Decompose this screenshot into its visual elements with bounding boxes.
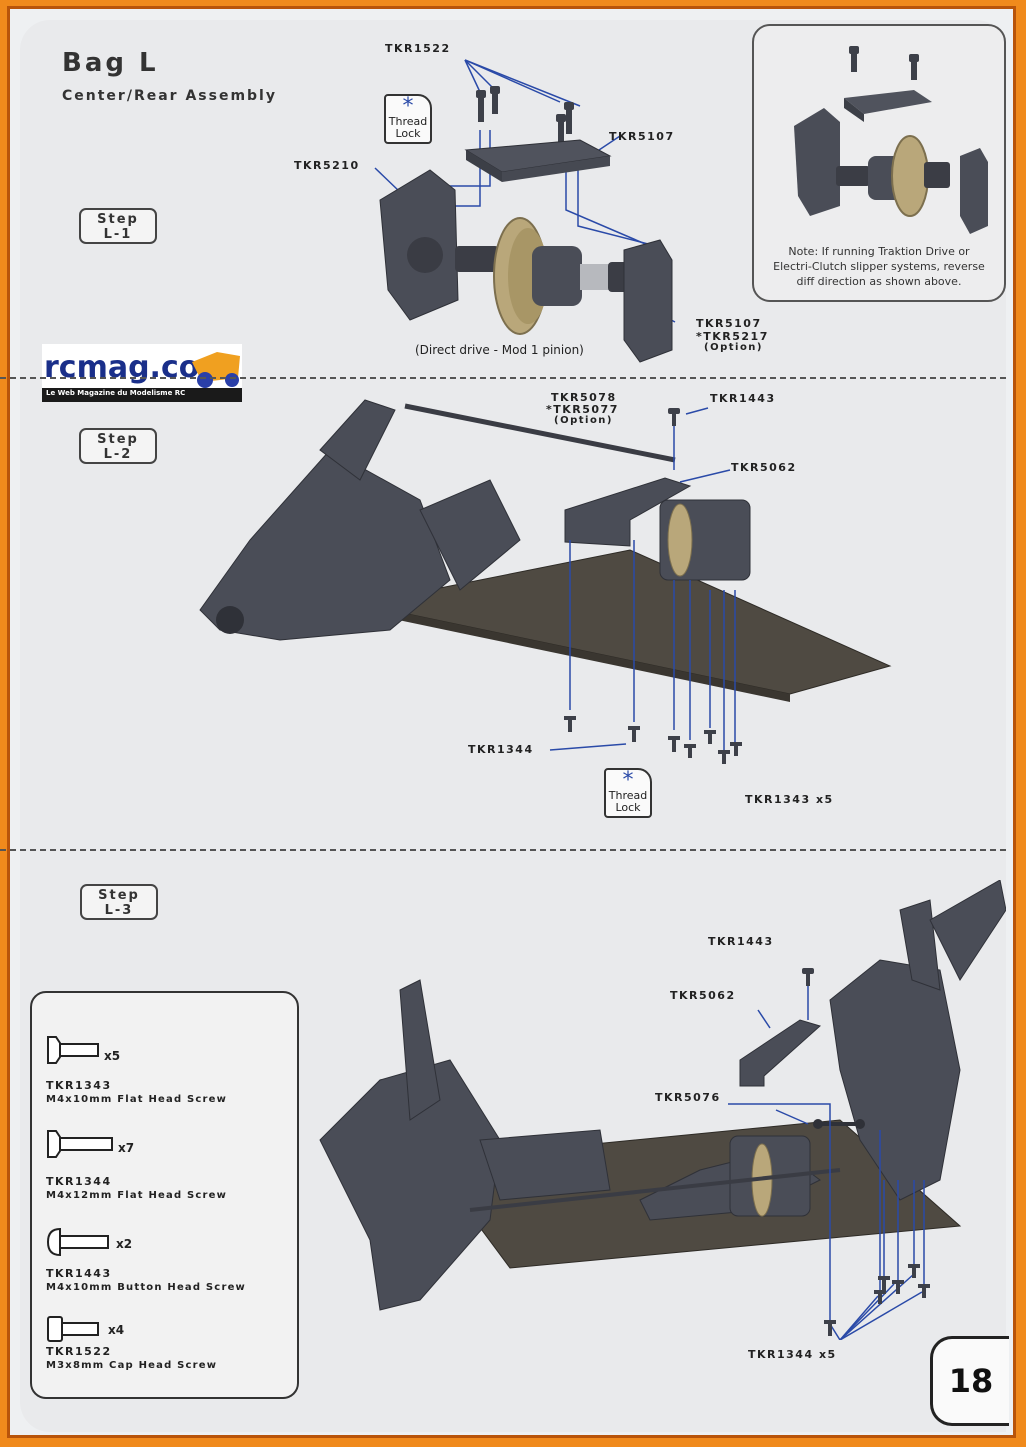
page-title: Bag L — [62, 48, 159, 78]
legend-code-2: TKR1344 — [46, 1175, 112, 1188]
legend-qty-3: x2 — [116, 1237, 133, 1251]
legend-desc-1: M4x10mm Flat Head Screw — [46, 1094, 228, 1105]
flat-head-screw-icon — [47, 1036, 99, 1064]
thread-lock-asterisk-icon: * — [622, 768, 634, 793]
step-l3-badge: Step L-3 — [80, 884, 158, 920]
label-tkr1343-l2: TKR1343 x5 — [745, 793, 834, 806]
inset-note-line-2: Electri-Clutch slipper systems, reverse — [773, 260, 985, 273]
diff-mount-plate — [564, 477, 692, 547]
label-tkr5076-l3: TKR5076 — [655, 1091, 721, 1104]
label-tkr1443-l2: TKR1443 — [710, 392, 776, 405]
step-l3-number: L-3 — [104, 903, 134, 918]
cap-head-screw-icon — [47, 1316, 99, 1342]
leader-lines-l3 — [728, 976, 925, 1340]
step-l2-word: Step — [97, 432, 139, 447]
label-tkr5107-bottom: TKR5107 — [696, 317, 762, 330]
thread-lock-asterisk-icon: * — [402, 94, 414, 119]
thread-lock-text-2: Lock — [615, 801, 641, 814]
front-assembly-l3 — [319, 979, 611, 1311]
rear-assembly-l3 — [829, 880, 1006, 1201]
legend-code-3: TKR1443 — [46, 1267, 112, 1280]
inset-note-line-1: Note: If running Traktion Drive or — [788, 245, 970, 258]
front-assembly — [199, 399, 521, 641]
label-option-l2: (Option) — [554, 415, 613, 426]
cap-screws — [476, 86, 574, 142]
legend-qty-2: x7 — [118, 1141, 135, 1155]
thread-lock-text-1: Thread — [388, 115, 428, 128]
thread-lock-badge-l1: * Thread Lock — [384, 94, 432, 144]
button-head-screw-icon — [46, 1227, 109, 1257]
thread-lock-text-2: Lock — [395, 127, 421, 140]
label-tkr5210: TKR5210 — [294, 159, 360, 172]
label-tkr1443-l3: TKR1443 — [708, 935, 774, 948]
legend-desc-4: M3x8mm Cap Head Screw — [46, 1360, 218, 1371]
label-tkr5062-l3: TKR5062 — [670, 989, 736, 1002]
label-option-l1: (Option) — [704, 342, 763, 353]
step-l1-number: L-1 — [103, 227, 133, 242]
flat-head-screw-long-icon — [47, 1130, 113, 1158]
label-tkr5078: TKR5078 — [551, 391, 617, 404]
legend-code-1: TKR1343 — [46, 1079, 112, 1092]
page-number: 18 — [930, 1336, 1009, 1426]
step-l3-diagram — [319, 880, 1006, 1340]
diff-case — [532, 246, 582, 306]
step-l2-number: L-2 — [103, 447, 133, 462]
rcmag-logo: rcmag.com Le Web Magazine du Modelisme R… — [42, 344, 242, 402]
label-tkr5217: *TKR5217 — [696, 330, 769, 343]
flat-head-screws — [564, 408, 742, 764]
parts-legend: x5 TKR1343 M4x10mm Flat Head Screw x7 TK… — [30, 991, 299, 1399]
legend-code-4: TKR1522 — [46, 1345, 112, 1358]
outdrive-left — [455, 246, 499, 272]
inset-diagram — [794, 46, 988, 234]
center-driveshaft — [404, 403, 676, 463]
thread-lock-badge-l2: * Thread Lock — [604, 768, 652, 818]
label-tkr1344-l2: TKR1344 — [468, 743, 534, 756]
thread-lock-text-1: Thread — [608, 789, 648, 802]
label-tkr1344-l3: TKR1344 x5 — [748, 1348, 837, 1361]
section-divider-1 — [0, 377, 1006, 379]
label-tkr5062-l2: TKR5062 — [731, 461, 797, 474]
step-l1-badge: Step L-1 — [79, 208, 157, 244]
step-l2-diagram — [199, 399, 892, 764]
legend-desc-2: M4x12mm Flat Head Screw — [46, 1190, 228, 1201]
legend-desc-3: M4x10mm Button Head Screw — [46, 1282, 246, 1293]
diff-mount-l3 — [739, 1019, 821, 1087]
chassis-plate — [359, 549, 892, 695]
inset-note-line-3: diff direction as shown above. — [796, 275, 962, 288]
step-l1-word: Step — [97, 212, 139, 227]
step-l1-diagram — [374, 59, 676, 363]
logo-tagline: Le Web Magazine du Modelisme RC — [46, 389, 186, 397]
legend-qty-1: x5 — [104, 1049, 121, 1063]
screws-l3 — [802, 968, 930, 1336]
label-tkr1522: TKR1522 — [385, 42, 451, 55]
section-divider-2 — [0, 849, 1006, 851]
driveshaft-l3 — [469, 1168, 841, 1212]
inset-reverse-diff: Note: If running Traktion Drive or Elect… — [752, 24, 1006, 302]
caption-direct-drive: (Direct drive - Mod 1 pinion) — [415, 343, 584, 357]
right-bulkhead — [623, 239, 673, 363]
page-subtitle: Center/Rear Assembly — [62, 88, 277, 104]
tkr5076-link — [813, 1119, 865, 1129]
step-l2-badge: Step L-2 — [79, 428, 157, 464]
step-l3-word: Step — [98, 888, 140, 903]
leader-lines-l2 — [549, 407, 736, 751]
legend-qty-4: x4 — [108, 1323, 125, 1337]
label-tkr5107-top: TKR5107 — [609, 130, 675, 143]
front-hub — [216, 606, 244, 634]
label-tkr5077: *TKR5077 — [546, 403, 619, 416]
